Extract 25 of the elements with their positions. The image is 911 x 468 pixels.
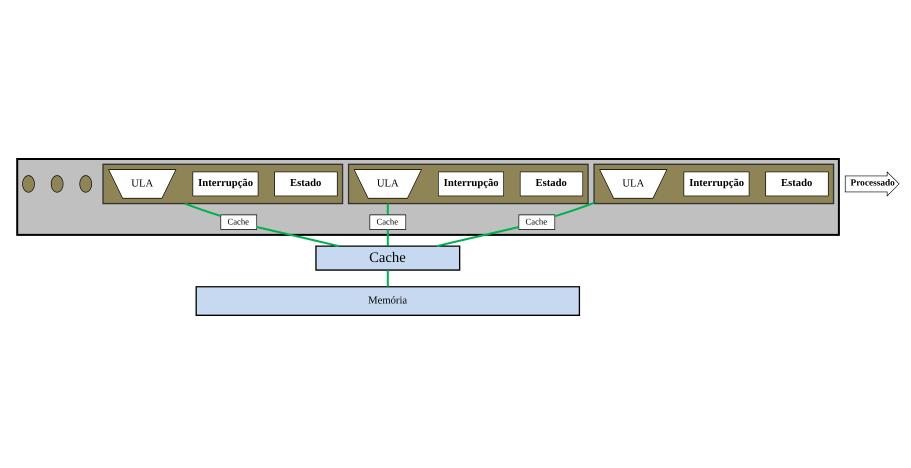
node-box: Estado <box>274 171 338 196</box>
connector <box>554 201 594 217</box>
cluster <box>593 163 834 204</box>
node-box: Cache <box>220 214 258 230</box>
node-box: Memória <box>196 286 580 316</box>
connector <box>386 270 389 286</box>
connector <box>386 229 389 246</box>
connector <box>184 202 221 216</box>
node-box: Cache <box>370 214 406 230</box>
cluster <box>16 157 840 236</box>
node-box: Estado <box>520 171 584 196</box>
connector <box>436 226 520 247</box>
node-box: Cache <box>518 214 556 230</box>
node-circle <box>22 174 35 192</box>
cluster <box>102 163 344 204</box>
node-circle <box>50 174 64 192</box>
node-box: Interrupção <box>438 171 504 196</box>
node-box: Cache <box>315 244 460 270</box>
cluster <box>348 163 589 204</box>
node-circle <box>79 174 92 192</box>
node-box: Interrupção <box>684 171 750 196</box>
node-box: Estado <box>765 171 829 196</box>
connector <box>256 226 339 247</box>
node-box: Interrupção <box>192 171 258 196</box>
connector <box>386 203 389 214</box>
